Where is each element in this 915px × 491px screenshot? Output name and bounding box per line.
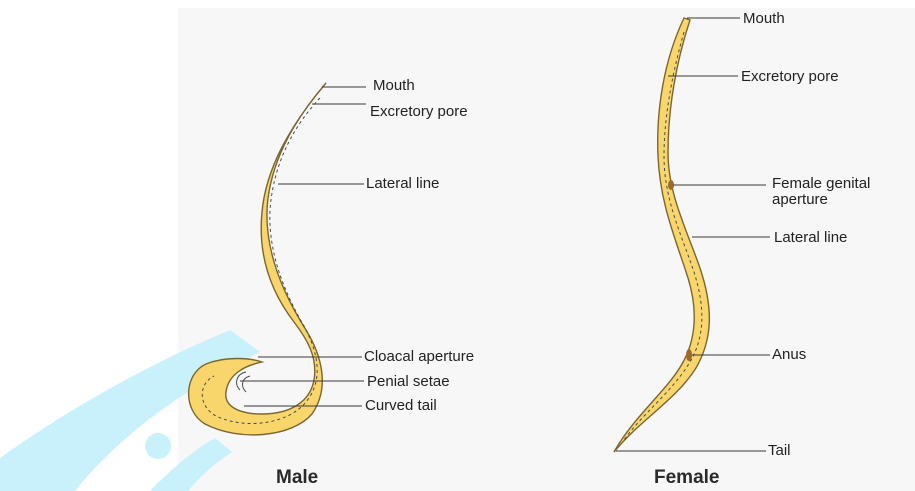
female-genital-aperture-label: Female genital aperture <box>772 176 870 208</box>
penial-setae-label: Penial setae <box>367 374 450 390</box>
anus-mark <box>686 349 692 361</box>
female-genital-aperture-label-line1: Female genital <box>772 175 870 192</box>
anus-label: Anus <box>772 347 806 363</box>
female-excretory-pore-label: Excretory pore <box>741 69 839 85</box>
cloacal-aperture-label: Cloacal aperture <box>364 349 474 365</box>
female-caption: Female <box>654 467 719 489</box>
tail-label: Tail <box>768 443 791 459</box>
female-genital-aperture-label-line2: aperture <box>772 191 828 208</box>
male-mouth-label: Mouth <box>373 78 415 94</box>
male-lateral-line-label: Lateral line <box>366 176 439 192</box>
curved-tail-label: Curved tail <box>365 398 437 414</box>
male-caption: Male <box>276 467 318 489</box>
male-excretory-pore-label: Excretory pore <box>370 104 468 120</box>
female-mouth-label: Mouth <box>743 11 785 27</box>
female-lateral-line-label: Lateral line <box>774 230 847 246</box>
